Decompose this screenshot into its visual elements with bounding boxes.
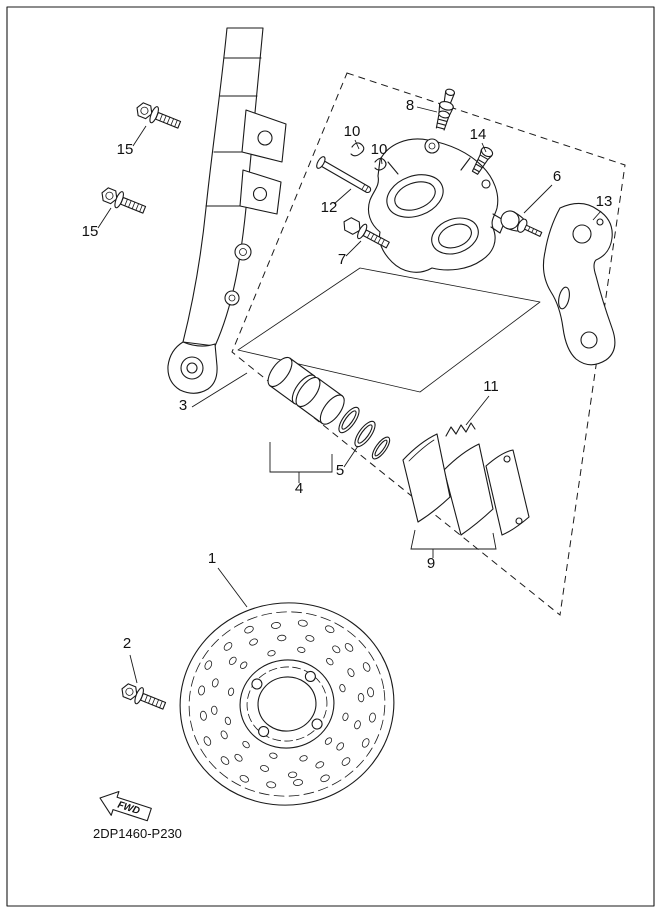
leader-line	[269, 442, 333, 473]
fork-flange-bolt	[98, 184, 148, 219]
callout-12: 12	[321, 199, 338, 216]
caliper-bracket	[542, 202, 616, 366]
leader-line	[354, 139, 360, 150]
leader-line	[410, 529, 497, 550]
leader-lines	[97, 106, 602, 684]
pad-spring	[445, 422, 476, 437]
callout-15: 15	[82, 223, 99, 240]
caliper-mount-bolt	[343, 217, 390, 249]
callout-6: 6	[553, 168, 561, 185]
callout-9: 9	[427, 555, 435, 572]
bracket-screw	[471, 146, 494, 175]
brake-pads	[402, 433, 530, 536]
piston-seal	[350, 417, 380, 451]
page-border	[6, 6, 655, 907]
fwd-arrow: FWD	[99, 790, 152, 822]
callout-4: 4	[295, 480, 303, 497]
leader-line	[343, 445, 359, 468]
disc-mount-bolt	[118, 680, 168, 715]
callout-10: 10	[344, 123, 361, 140]
bleed-screw	[435, 88, 456, 131]
leader-line	[217, 567, 248, 608]
leader-line	[191, 372, 248, 408]
leader-line	[97, 207, 112, 229]
leader-line	[132, 125, 147, 147]
callout-1: 1	[208, 550, 216, 567]
callout-7: 7	[338, 251, 346, 268]
piston-seal	[371, 436, 391, 460]
brake-caliper-body	[367, 138, 506, 273]
leader-line	[416, 106, 438, 113]
callout-5: 5	[336, 462, 344, 479]
leader-line	[333, 188, 352, 205]
callout-3: 3	[179, 397, 187, 414]
leader-line	[481, 142, 487, 153]
caliper-assembly-boundary	[231, 72, 626, 616]
callout-8: 8	[406, 97, 414, 114]
leader-line	[129, 654, 138, 684]
callout-13: 13	[596, 193, 613, 210]
mounting-plane-outline	[237, 267, 541, 393]
brake-disc	[179, 602, 395, 806]
callout-10: 10	[371, 141, 388, 158]
pin-clip	[374, 157, 387, 171]
callouts: 15 15 8 10 10 14 6 13 12 7 3 4 5 11 9 1 …	[82, 97, 613, 652]
part-code: 2DP1460-P230	[93, 826, 182, 841]
callout-15: 15	[117, 141, 134, 158]
leader-line	[465, 395, 490, 426]
pad-retaining-pin	[316, 156, 372, 194]
fork-flange-bolt	[133, 99, 183, 134]
callout-14: 14	[470, 126, 487, 143]
rubber-boot-bushing	[500, 210, 543, 237]
leader-line	[592, 210, 602, 221]
leader-line	[345, 240, 362, 257]
disc-hole-pattern	[198, 619, 376, 789]
pin-clip	[350, 142, 365, 157]
callout-11: 11	[483, 378, 499, 395]
leader-line	[523, 184, 553, 214]
leader-line	[380, 156, 383, 165]
front-fork-leg	[167, 27, 287, 394]
callout-2: 2	[123, 635, 131, 652]
